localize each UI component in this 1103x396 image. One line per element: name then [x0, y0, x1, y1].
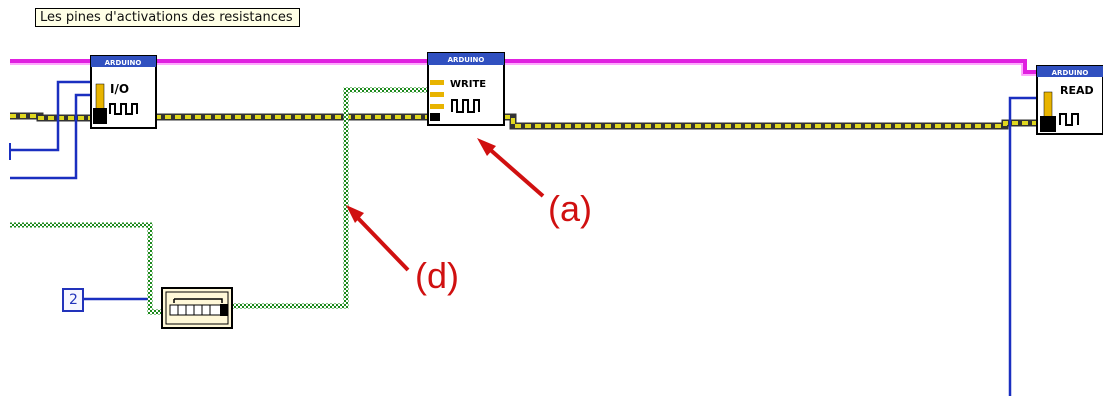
pink-wire[interactable] [10, 59, 1040, 76]
blue-wire-right[interactable] [1008, 96, 1040, 396]
green-wire[interactable] [10, 87, 428, 315]
error-wire[interactable] [10, 112, 1040, 130]
annotation-d: (d) [415, 255, 459, 296]
comment-label: Les pines d'activations des resistances [35, 8, 300, 27]
blue-wire-left[interactable] [9, 80, 92, 180]
read-vi-label: READ [1060, 84, 1094, 97]
annotation-a: (a) [548, 188, 592, 229]
write-vi-header: ARDUINO [448, 56, 485, 64]
write-vi[interactable]: ARDUINO WRITE [427, 52, 505, 126]
read-vi-header: ARDUINO [1052, 69, 1089, 77]
io-vi-header: ARDUINO [105, 59, 142, 67]
build-array-node[interactable] [161, 287, 233, 329]
read-vi[interactable]: ARDUINO READ [1036, 65, 1103, 135]
io-vi[interactable]: ARDUINO I/O [90, 55, 157, 129]
arrow-a [477, 138, 545, 198]
write-vi-label: WRITE [450, 79, 486, 90]
io-vi-label: I/O [110, 82, 129, 96]
numeric-constant[interactable]: 2 [62, 288, 84, 312]
arrow-d [346, 205, 410, 272]
